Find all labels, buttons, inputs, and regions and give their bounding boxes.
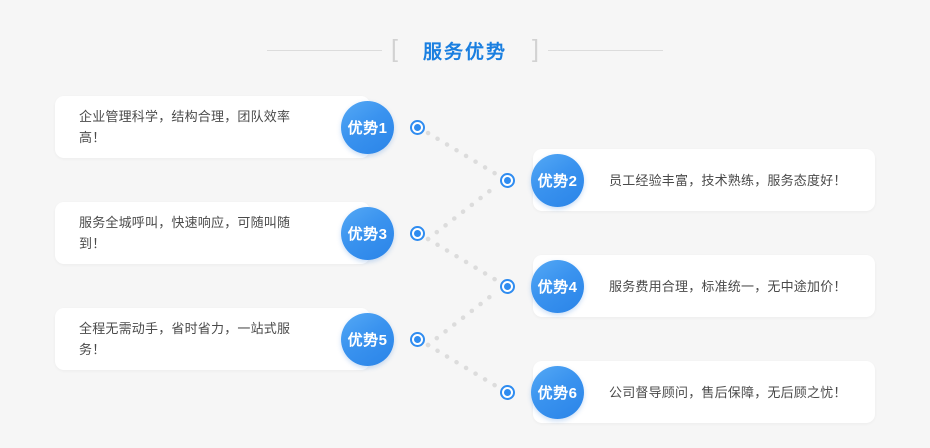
bracket-right-icon: ] <box>532 34 539 63</box>
advantage-card-4[interactable]: 服务费用合理，标准统一，无中途加价！ <box>533 255 875 317</box>
connector-5-6 <box>425 342 499 389</box>
connector-5-4 <box>425 289 499 348</box>
node-marker-1[interactable] <box>410 120 425 135</box>
node-marker-4[interactable] <box>500 279 515 294</box>
advantage-card-2[interactable]: 员工经验丰富，技术熟练，服务态度好！ <box>533 149 875 211</box>
connector-1-2 <box>425 130 499 177</box>
node-marker-5[interactable] <box>410 332 425 347</box>
node-marker-6[interactable] <box>500 385 515 400</box>
advantage-text-1: 企业管理科学，结构合理，团队效率高！ <box>79 109 291 145</box>
advantage-text-5: 全程无需动手，省时省力，一站式服务！ <box>79 321 291 357</box>
advantage-card-1[interactable]: 企业管理科学，结构合理，团队效率高！ <box>55 96 370 158</box>
advantage-text-3: 服务全城呼叫，快速响应，可随叫随到！ <box>79 215 291 251</box>
section-header: [ 服务优势 ] <box>0 32 930 68</box>
advantage-badge-6[interactable]: 优势6 <box>531 366 584 419</box>
advantage-badge-4[interactable]: 优势4 <box>531 260 584 313</box>
advantage-card-6[interactable]: 公司督导顾问，售后保障，无后顾之忧！ <box>533 361 875 423</box>
advantage-badge-1[interactable]: 优势1 <box>341 101 394 154</box>
node-marker-2[interactable] <box>500 173 515 188</box>
advantage-badge-2[interactable]: 优势2 <box>531 154 584 207</box>
advantage-text-4: 服务费用合理，标准统一，无中途加价！ <box>609 278 847 294</box>
page-title: 服务优势 <box>422 41 507 63</box>
bracket-left-icon: [ <box>391 34 398 63</box>
advantage-badge-5[interactable]: 优势5 <box>341 313 394 366</box>
connector-3-2 <box>425 183 499 242</box>
title-rule-left <box>267 49 383 51</box>
advantage-card-5[interactable]: 全程无需动手，省时省力，一站式服务！ <box>55 308 370 370</box>
advantage-badge-3[interactable]: 优势3 <box>341 207 394 260</box>
advantage-card-3[interactable]: 服务全城呼叫，快速响应，可随叫随到！ <box>55 202 370 264</box>
advantage-text-6: 公司督导顾问，售后保障，无后顾之忧！ <box>609 384 847 400</box>
advantage-text-2: 员工经验丰富，技术熟练，服务态度好！ <box>609 172 847 188</box>
connector-3-4 <box>425 236 499 283</box>
title-rule-right <box>547 49 663 51</box>
node-marker-3[interactable] <box>410 226 425 241</box>
